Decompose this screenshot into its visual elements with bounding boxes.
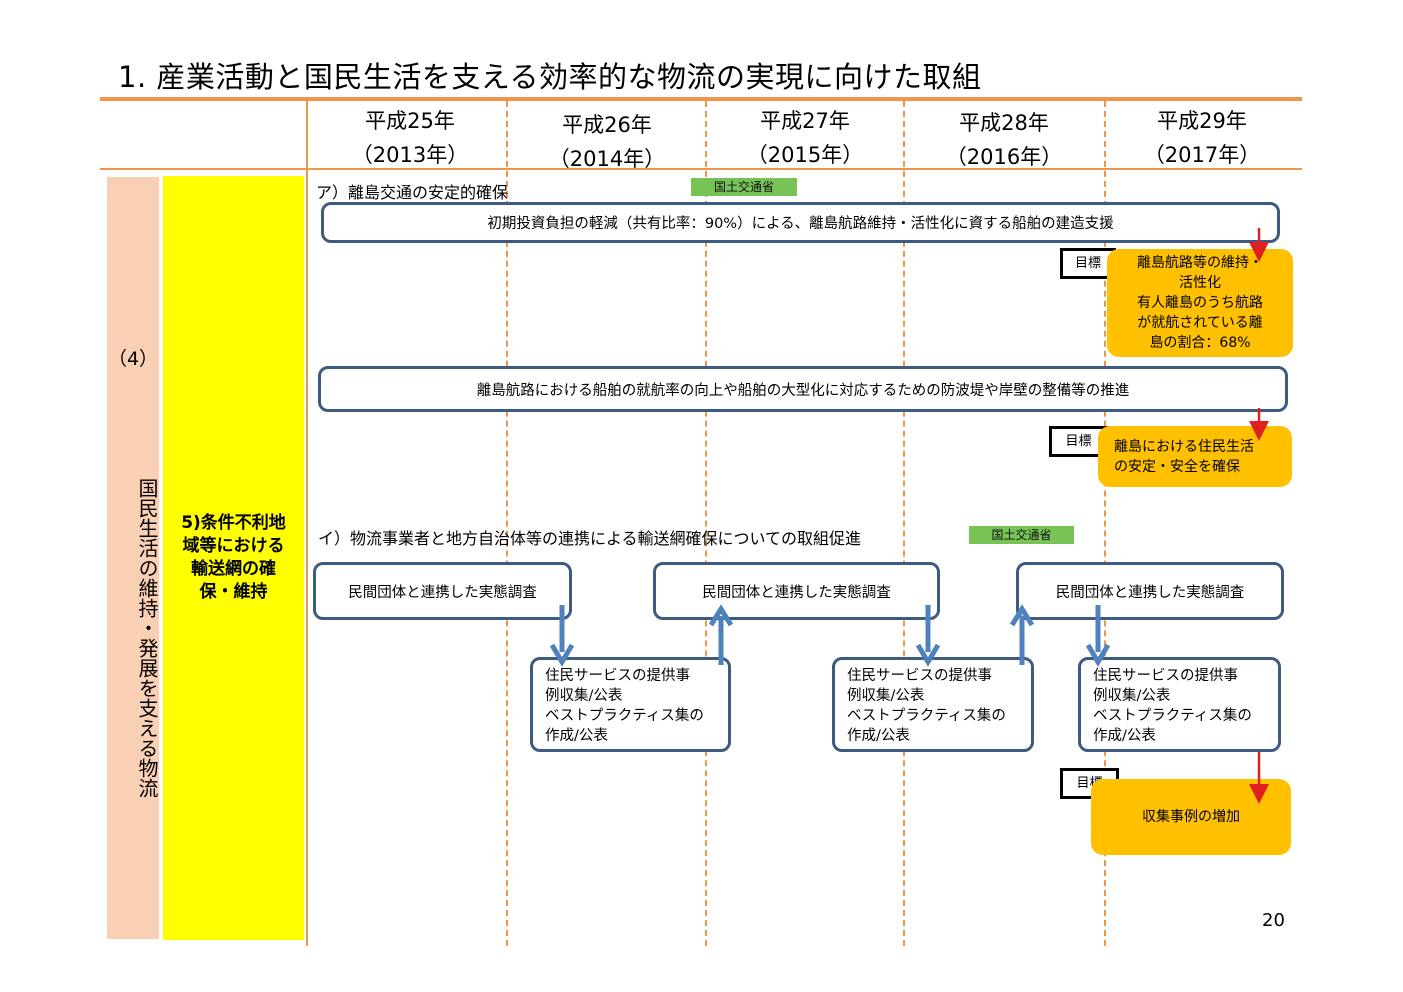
- category-band: [107, 177, 159, 939]
- goal-case-increase: 収集事例の増加: [1091, 779, 1291, 855]
- year-western: （2014年）: [548, 147, 666, 171]
- year-divider: [506, 101, 508, 946]
- year-western: （2015年）: [746, 143, 864, 167]
- year-header-2013: 平成25年 （2013年）: [310, 104, 510, 172]
- column-divider: [306, 101, 308, 946]
- year-divider: [1104, 101, 1106, 946]
- year-header-2014: 平成26年 （2014年）: [507, 108, 707, 176]
- category-number: （4）: [107, 348, 159, 370]
- section-i-title: イ）物流事業者と地方自治体等の連携による輸送網確保についての取組促進: [318, 529, 862, 548]
- year-divider: [705, 101, 707, 946]
- year-header-2016: 平成28年 （2016年）: [904, 106, 1104, 174]
- category-label: 国民生活の維持・発展を支える物流: [135, 478, 159, 798]
- down-arrow: [1085, 605, 1111, 667]
- year-era: 平成28年: [959, 111, 1049, 135]
- measure-shipbuilding-support: 初期投資負担の軽減（共有比率：90%）による、離島航路維持・活性化に資する船舶の…: [321, 202, 1280, 243]
- up-arrow: [708, 604, 734, 665]
- case-collection-box-2014: 住民サービスの提供事 例収集/公表 ベストプラクティス集の 作成/公表: [530, 657, 731, 752]
- case-collection-box-2016: 住民サービスの提供事 例収集/公表 ベストプラクティス集の 作成/公表: [832, 657, 1034, 752]
- title-rule: [100, 97, 1302, 101]
- survey-box-2016: 民間団体と連携した実態調査: [1016, 562, 1284, 620]
- subcategory-label: 5)条件不利地域等における輸送網の確保・維持: [181, 513, 286, 602]
- year-western: （2016年）: [945, 145, 1063, 169]
- case-collection-box-2017: 住民サービスの提供事 例収集/公表 ベストプラクティス集の 作成/公表: [1078, 657, 1281, 752]
- header-bottom-rule: [100, 168, 1302, 170]
- year-header-2017: 平成29年 （2017年）: [1102, 104, 1302, 172]
- section-a-title: ア）離島交通の安定的確保: [316, 183, 509, 202]
- down-arrow: [915, 605, 941, 667]
- survey-box-2015: 民間団体と連携した実態調査: [653, 562, 940, 620]
- goal-route-maintenance: 離島航路等の維持・ 活性化 有人離島のうち航路 が就航されている離 島の割合：6…: [1107, 249, 1293, 357]
- year-western: （2013年）: [351, 143, 469, 167]
- measure-breakwater-development: 離島航路における船舶の就航率の向上や船舶の大型化に対応するための防波堤や岸壁の整…: [318, 366, 1288, 412]
- year-era: 平成26年: [562, 113, 652, 137]
- goal-label: 目標: [1060, 248, 1116, 279]
- year-era: 平成27年: [760, 109, 850, 133]
- year-era: 平成25年: [365, 109, 455, 133]
- subcategory-band: [163, 176, 304, 940]
- up-arrow: [1009, 604, 1035, 665]
- agency-tag: 国土交通省: [691, 178, 797, 196]
- page-title: 1. 産業活動と国民生活を支える効率的な物流の実現に向けた取組: [118, 60, 982, 94]
- year-era: 平成29年: [1157, 109, 1247, 133]
- down-arrow: [549, 605, 575, 667]
- survey-box-2013: 民間団体と連携した実態調査: [313, 562, 572, 620]
- year-divider: [903, 101, 905, 946]
- agency-tag: 国土交通省: [969, 526, 1074, 544]
- year-western: （2017年）: [1143, 143, 1261, 167]
- year-header-2015: 平成27年 （2015年）: [705, 104, 905, 172]
- page-number: 20: [1262, 910, 1285, 931]
